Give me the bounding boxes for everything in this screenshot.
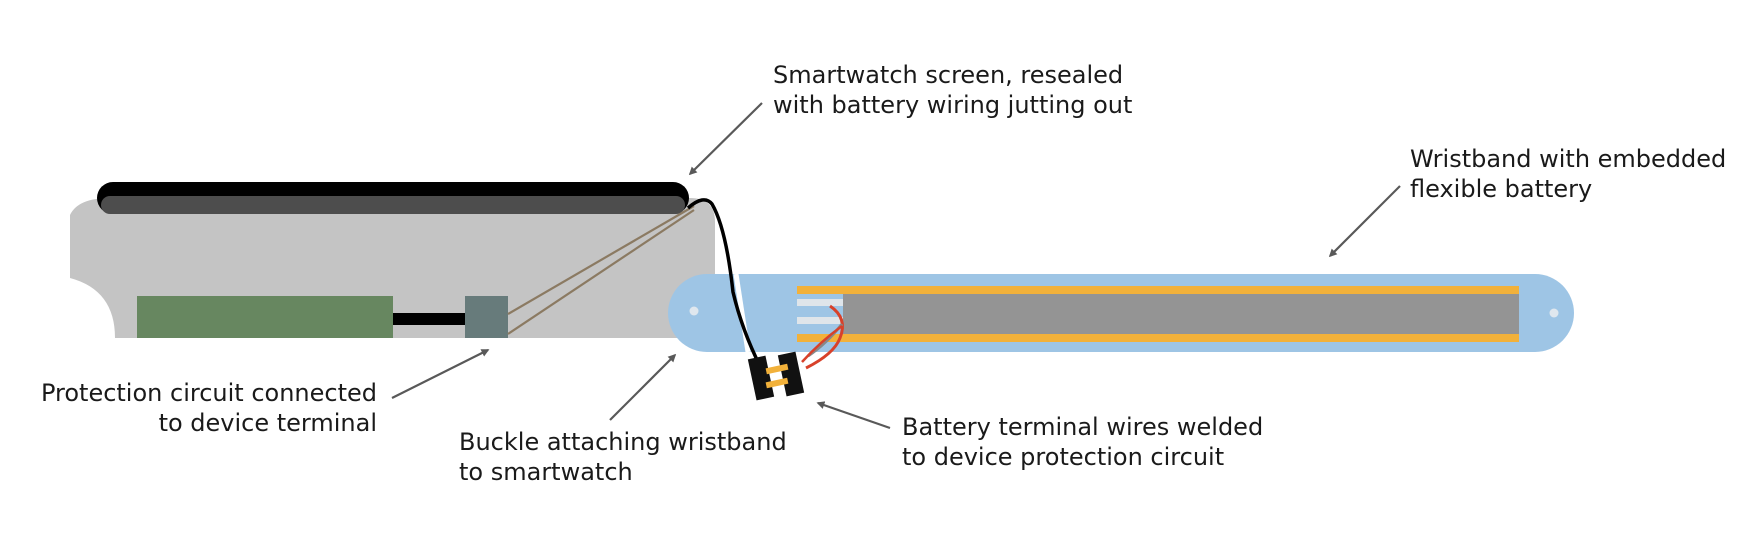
flexible-battery-core	[797, 294, 1519, 334]
terminal-weld-tab	[765, 363, 789, 375]
arrow-screen	[688, 102, 763, 176]
terminal-weld-tab	[765, 377, 789, 389]
arrow-protection	[391, 349, 490, 399]
battery-tab-strip	[797, 299, 843, 306]
welded-terminal	[777, 351, 805, 397]
battery-tab-strip	[797, 317, 843, 324]
battery-wire-red	[801, 324, 843, 363]
battery-wire-red	[805, 304, 844, 370]
arrow-terminal	[816, 401, 891, 430]
internal-lead-line	[507, 205, 695, 315]
arrow-wristband	[1328, 185, 1401, 258]
welded-terminal	[747, 355, 775, 401]
wristband-pin-left	[689, 306, 699, 316]
circuit-connector	[393, 313, 465, 325]
watch-screen-inner	[101, 196, 685, 214]
protection-circuit-board	[137, 296, 393, 338]
arrow-buckle	[609, 353, 677, 421]
screen-wire	[686, 198, 762, 367]
internal-lead-line	[507, 209, 695, 335]
device-terminal-block	[465, 296, 508, 338]
wristband-pin-right	[1549, 308, 1559, 318]
